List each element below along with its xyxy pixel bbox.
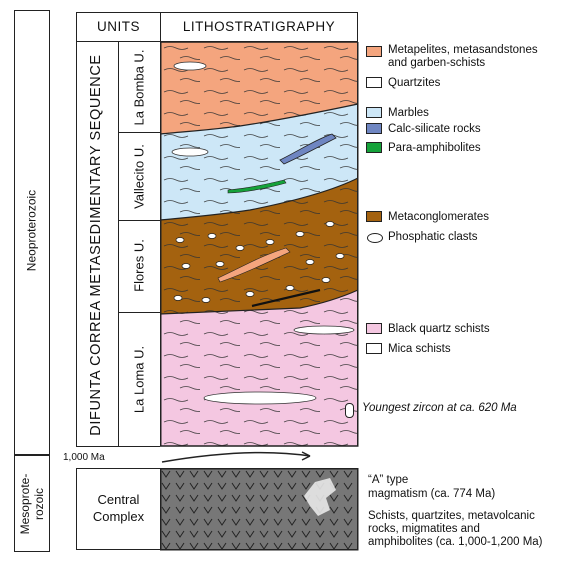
legend-swatch-mica bbox=[366, 343, 382, 354]
era-label-neo: Neoproterozoic bbox=[24, 189, 39, 272]
legend-metapelites: Metapelites, metasandstones and garben-s… bbox=[388, 44, 538, 69]
legend-schists: Schists, quartzites, metavolcanic rocks,… bbox=[368, 510, 543, 548]
central-complex-label: Central Complex bbox=[92, 492, 145, 524]
litho-header-label: LITHOSTRATIGRAPHY bbox=[182, 19, 336, 34]
era-column-neo bbox=[14, 10, 50, 455]
legend-a-type-1: “A” type bbox=[368, 474, 409, 486]
legend-swatch-black-quartz bbox=[366, 323, 382, 334]
central-complex-box: Central Complex bbox=[76, 468, 160, 550]
litho-header: LITHOSTRATIGRAPHY bbox=[160, 12, 358, 42]
unit-divider-3 bbox=[118, 312, 160, 313]
legend-marbles: Marbles bbox=[388, 107, 429, 119]
era-label-meso: Mesoprote- rozoic bbox=[18, 473, 46, 535]
quartzite-lens bbox=[203, 391, 317, 405]
sequence-column bbox=[76, 42, 118, 447]
legend-swatch-metapelites bbox=[366, 46, 382, 57]
mica-schist-lens bbox=[293, 325, 355, 335]
litho-column bbox=[160, 42, 359, 447]
units-header: UNITS bbox=[76, 12, 160, 42]
legend-quartzites: Quartzites bbox=[388, 77, 441, 89]
zircon-icon bbox=[345, 403, 354, 418]
units-column bbox=[118, 42, 160, 447]
unit-label-flores: Flores U. bbox=[131, 239, 147, 292]
unit-label-la-loma: La Loma U. bbox=[131, 345, 147, 414]
quartzite-lens bbox=[173, 61, 207, 71]
legend-mica: Mica schists bbox=[388, 343, 451, 355]
unit-label-vallecito: Vallecito U. bbox=[131, 144, 147, 209]
basement-block bbox=[160, 468, 359, 551]
legend-swatch-quartzites bbox=[366, 77, 382, 88]
legend-black-quartz: Black quartz schists bbox=[388, 323, 490, 335]
legend-para-amphibolites: Para-amphibolites bbox=[388, 142, 481, 154]
sequence-label: DIFUNTA CORREA METASEDIMENTARY SEQUENCE bbox=[88, 54, 104, 436]
legend-swatch-para-amphibolites bbox=[366, 142, 382, 153]
legend-a-type-2: magmatism (ca. 774 Ma) bbox=[368, 488, 496, 500]
legend-swatch-calc-silicate bbox=[366, 123, 382, 134]
legend-phosphatic: Phosphatic clasts bbox=[388, 231, 478, 243]
amphibolite-lens bbox=[227, 179, 287, 194]
metapelite-lens bbox=[217, 247, 291, 283]
unit-divider-1 bbox=[118, 132, 160, 133]
unit-label-la-bomba: La Bomba U. bbox=[131, 49, 147, 126]
legend-swatch-phosphatic bbox=[367, 233, 383, 243]
calc-silicate-lens bbox=[279, 133, 337, 165]
units-header-label: UNITS bbox=[97, 19, 140, 34]
legend-swatch-metaconglomerates bbox=[366, 211, 382, 222]
legend-metaconglomerates: Metaconglomerates bbox=[388, 211, 489, 223]
quartzite-lens bbox=[171, 147, 209, 157]
legend-zircon: Youngest zircon at ca. 620 Ma bbox=[362, 402, 517, 414]
age-marker-label: 1,000 Ma bbox=[63, 452, 105, 463]
phosphatic-clasts bbox=[173, 221, 345, 303]
legend-swatch-marbles bbox=[366, 107, 382, 118]
era-column-meso bbox=[14, 455, 50, 552]
legend-calc-silicate: Calc-silicate rocks bbox=[388, 123, 481, 135]
age-marker-line bbox=[161, 451, 311, 463]
unit-divider-2 bbox=[118, 220, 160, 221]
